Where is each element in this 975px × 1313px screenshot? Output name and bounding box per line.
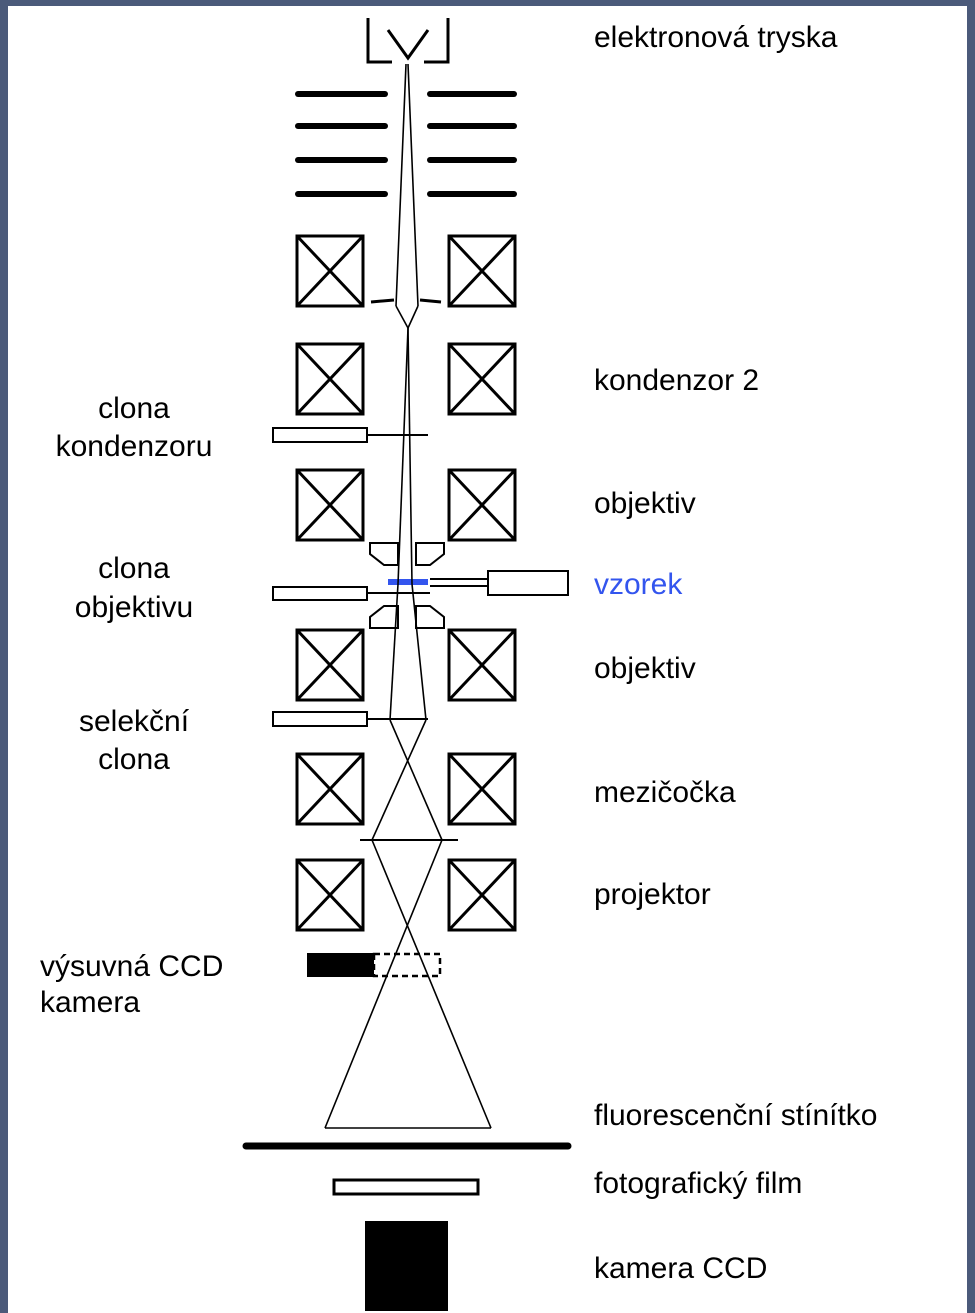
label-projector: projektor: [594, 878, 711, 911]
intermediate-lens-icon: [295, 752, 517, 826]
objective-lower-lens-icon: [295, 628, 517, 702]
projector-lens-icon: [295, 858, 517, 932]
label-electron-gun: elektronová tryska: [594, 21, 838, 54]
label-objective-aperture-line1: clona: [98, 552, 170, 585]
label-retractable-ccd-line1: výsuvná CCD: [40, 950, 223, 983]
label-fluorescent-screen: fluorescenční stínítko: [594, 1099, 877, 1132]
label-intermediate-lens: mezičočka: [594, 776, 736, 809]
label-condenser-aperture-line1: clona: [98, 392, 170, 425]
objective-upper-lens-icon: [295, 468, 517, 542]
label-retractable-ccd-line2: kamera: [40, 986, 140, 1019]
label-condenser-2: kondenzor 2: [594, 364, 759, 397]
condenser-1-lens-icon: [295, 234, 517, 308]
label-selected-area-line1: selekční: [79, 705, 190, 738]
label-photographic-film: fotografický film: [594, 1167, 802, 1200]
ccd-camera-icon: [365, 1221, 448, 1311]
objective-aperture-icon: [272, 586, 430, 601]
photographic-film-icon: [332, 1178, 480, 1196]
selected-area-aperture-icon: [272, 711, 428, 727]
condenser-aperture-icon: [272, 427, 428, 443]
label-ccd-camera: kamera CCD: [594, 1252, 767, 1285]
label-objective-aperture-line2: objektivu: [75, 591, 193, 624]
condenser-2-lens-icon: [295, 342, 517, 416]
pole-pieces-icon: [369, 542, 445, 629]
label-objective-upper: objektiv: [594, 487, 696, 520]
retractable-ccd-icon: [307, 952, 442, 978]
deflector-plates: [295, 91, 517, 197]
specimen-holder-icon: [430, 570, 569, 596]
label-selected-area-line2: clona: [98, 743, 170, 776]
electron-gun-icon: [366, 18, 450, 64]
label-specimen: vzorek: [594, 568, 683, 601]
electron-beam-path: [324, 63, 492, 1129]
label-condenser-aperture-line2: kondenzoru: [56, 430, 213, 463]
label-objective-lower: objektiv: [594, 652, 696, 685]
